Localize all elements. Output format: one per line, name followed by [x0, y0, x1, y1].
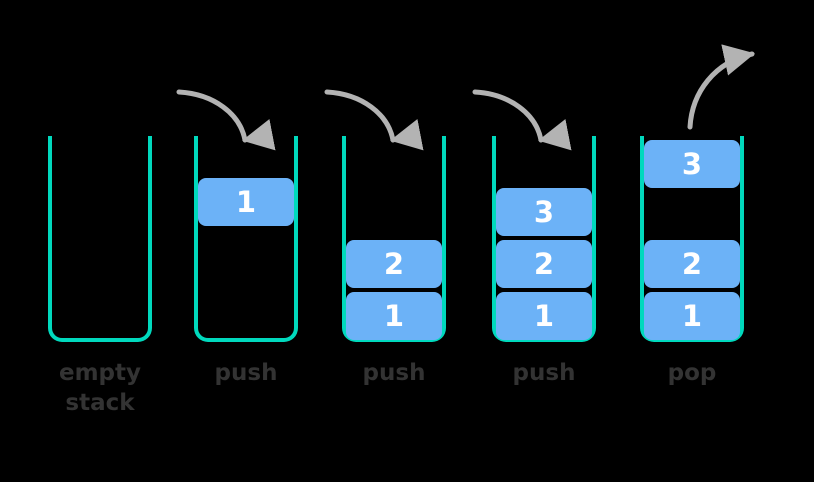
- stack-column-push-3: 3 2 1 push: [471, 0, 617, 482]
- stack-column-push-2: 2 1 push: [321, 0, 467, 482]
- stack-cells: 3 2 1: [644, 136, 740, 340]
- stack-cell: 1: [346, 292, 442, 340]
- stack-caption: push: [214, 360, 278, 386]
- stack-container: [194, 136, 298, 342]
- stack-cells: 2 1: [346, 136, 442, 340]
- stack-caption: empty stack: [58, 360, 142, 416]
- stack-column-push-1: 1 push: [173, 0, 319, 482]
- stack-caption: pop: [667, 360, 717, 386]
- stack-column-pop: 3 2 1 pop: [619, 0, 765, 482]
- stack-cell: 3: [644, 140, 740, 188]
- stack-caption: push: [362, 360, 426, 386]
- stack-cell: 1: [644, 292, 740, 340]
- stack-cell: 2: [346, 240, 442, 288]
- stack-cell: 2: [496, 240, 592, 288]
- stack-cell: 3: [496, 188, 592, 236]
- stack-container: [640, 136, 744, 342]
- stack-cells: [52, 136, 148, 338]
- stack-column-empty-stack: empty stack: [27, 0, 173, 482]
- stack-cell: 2: [644, 240, 740, 288]
- stack-cells: 3 2 1: [496, 136, 592, 340]
- stack-cell: 1: [198, 178, 294, 226]
- stack-caption: push: [512, 360, 576, 386]
- stack-cell: 1: [496, 292, 592, 340]
- stack-container: [342, 136, 446, 342]
- stack-cells: 1: [198, 136, 294, 338]
- stack-container: [492, 136, 596, 342]
- stack-container: [48, 136, 152, 342]
